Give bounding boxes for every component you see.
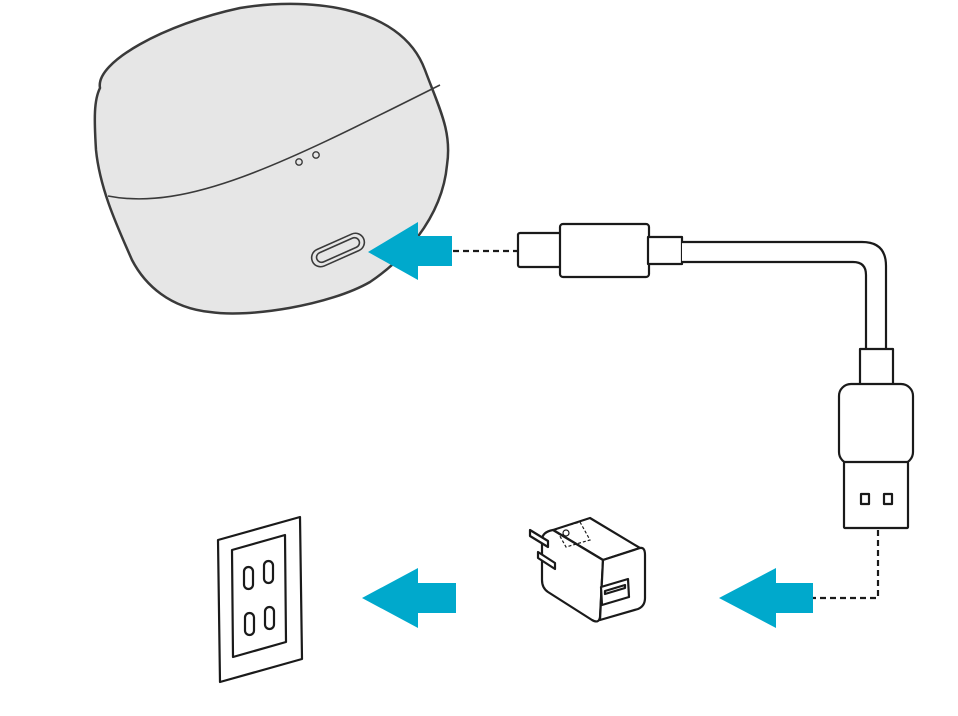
usb-c-to-usb-a-cable-icon	[516, 222, 915, 530]
usb-c-plug-tip	[516, 231, 564, 269]
arrow-left-icon	[719, 568, 813, 628]
wall-outlet-icon	[216, 515, 304, 684]
adapter-cube-side	[540, 528, 605, 623]
usb-a-strain-relief	[858, 347, 895, 387]
case-lid-seam	[107, 84, 441, 200]
outlet-slot	[263, 605, 276, 631]
outlet-slot	[242, 565, 255, 591]
arrow-left-icon	[368, 222, 452, 280]
adapter-prong-slot	[555, 521, 591, 548]
usb-wall-adapter-icon	[528, 516, 647, 623]
usb-a-contact-hole	[859, 492, 871, 506]
usb-c-plug-housing	[558, 222, 651, 279]
usb-c-strain-relief	[646, 235, 684, 266]
usb-a-plug-housing	[837, 382, 915, 466]
outlet-face	[230, 533, 288, 659]
adapter-usb-a-port	[599, 577, 631, 607]
cable-wire	[682, 240, 888, 352]
case-usb-c-port	[310, 232, 366, 268]
adapter-prong-pivot	[562, 529, 570, 537]
arrow-left-icon	[362, 568, 456, 628]
adapter-prong	[536, 550, 557, 571]
outlet-slot	[243, 611, 256, 637]
usb-a-plug-metal	[842, 460, 910, 530]
case-status-led	[312, 151, 320, 159]
adapter-prong	[528, 528, 550, 549]
outlet-slot	[262, 559, 275, 585]
connection-dashed-line	[813, 530, 880, 600]
usb-a-contact-hole	[882, 492, 894, 506]
case-status-led	[295, 158, 303, 166]
